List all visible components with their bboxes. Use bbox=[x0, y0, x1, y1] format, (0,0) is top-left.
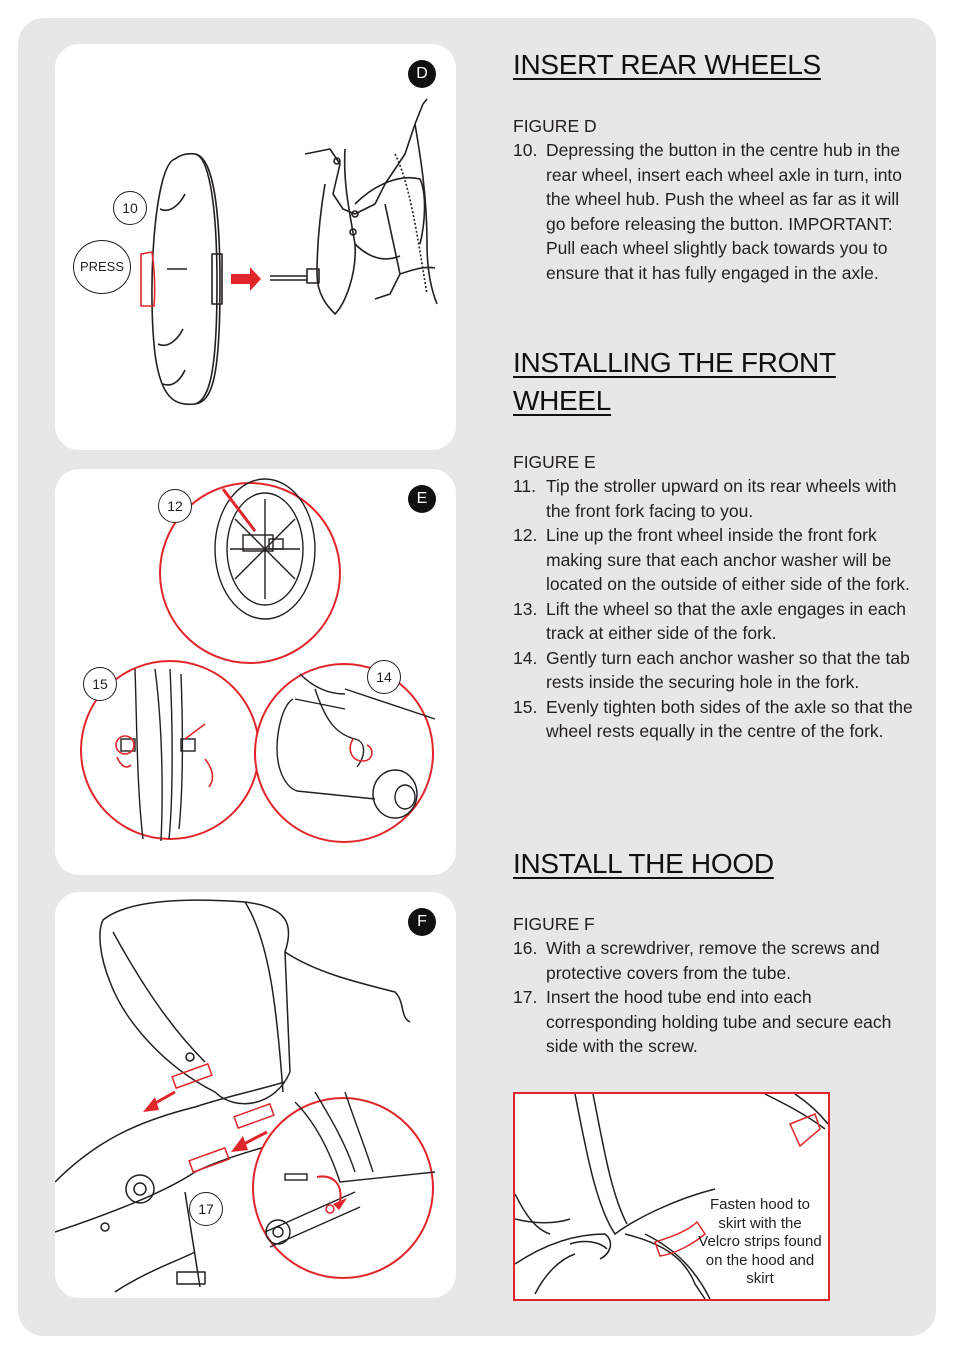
velcro-caption: Fasten hood to skirt with the Velcro str… bbox=[698, 1196, 822, 1287]
step-item: 10.Depressing the button in the centre h… bbox=[513, 140, 903, 283]
step-item: 17.Insert the hood tube end into each co… bbox=[513, 987, 892, 1056]
figure-f-label: FIGURE F bbox=[513, 914, 595, 934]
figure-d-label: FIGURE D bbox=[513, 116, 597, 136]
figure-f-panel: F 17 bbox=[55, 892, 456, 1298]
step-item: 14.Gently turn each anchor washer so tha… bbox=[513, 647, 910, 693]
step-14-callout: 14 bbox=[367, 660, 401, 694]
step-item: 16.With a screwdriver, remove the screws… bbox=[513, 938, 880, 983]
step-item: 15.Evenly tighten both sides of the axle… bbox=[513, 696, 913, 742]
step-15-callout: 15 bbox=[83, 667, 117, 701]
velcro-illustration bbox=[515, 1094, 828, 1299]
step-17-callout: 17 bbox=[189, 1192, 223, 1226]
velcro-inset: Fasten hood to skirt with the Velcro str… bbox=[513, 1092, 830, 1301]
figure-e-badge: E bbox=[408, 485, 436, 513]
rear-wheel-illustration bbox=[140, 98, 438, 406]
step-item: 11.Tip the stroller upward on its rear w… bbox=[513, 476, 897, 521]
rear-wheel-steps: 10.Depressing the button in the centre h… bbox=[513, 138, 913, 285]
figure-d-panel: D 10 PRESS bbox=[55, 44, 456, 450]
hood-steps: 16.With a screwdriver, remove the screws… bbox=[513, 936, 913, 1059]
figure-e-label: FIGURE E bbox=[513, 452, 596, 472]
front-wheel-illustration bbox=[80, 478, 436, 843]
press-callout: PRESS bbox=[73, 240, 131, 294]
section-title-rear-wheels: INSERT REAR WHEELS bbox=[513, 49, 821, 80]
step-item: 12.Line up the front wheel inside the fr… bbox=[513, 525, 910, 594]
hood-illustration bbox=[55, 899, 436, 1293]
step-12-callout: 12 bbox=[158, 489, 192, 523]
step-10-callout: 10 bbox=[113, 191, 147, 225]
step-item: 13.Lift the wheel so that the axle engag… bbox=[513, 598, 906, 644]
front-wheel-steps: 11.Tip the stroller upward on its rear w… bbox=[513, 474, 913, 744]
figure-d-badge: D bbox=[408, 60, 436, 88]
section-title-hood: INSTALL THE HOOD bbox=[513, 848, 774, 879]
section-title-front-wheel: INSTALLING THE FRONT WHEEL bbox=[513, 347, 836, 416]
figure-f-badge: F bbox=[408, 908, 436, 936]
figure-e-panel: E 12 15 14 bbox=[55, 469, 456, 875]
